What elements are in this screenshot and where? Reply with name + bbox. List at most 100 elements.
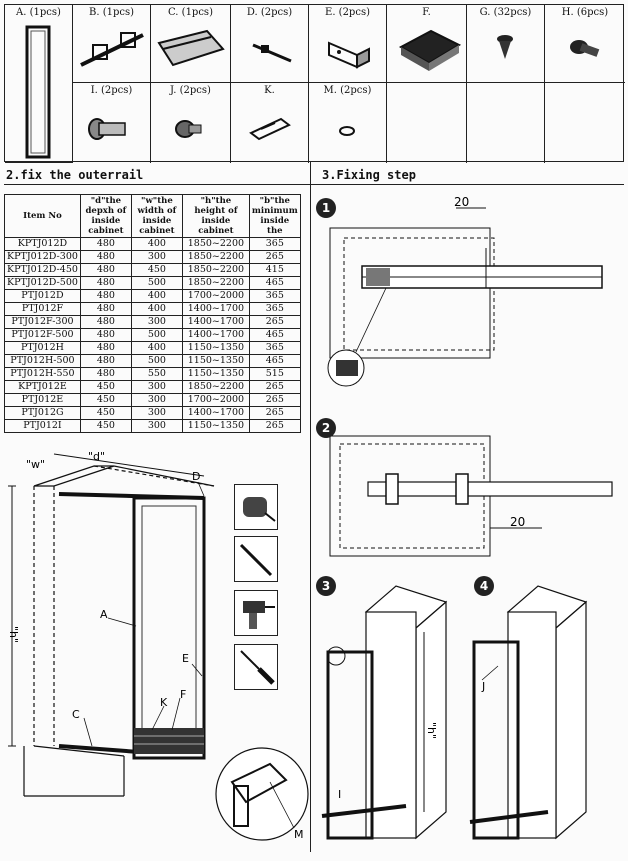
basket-tray-icon xyxy=(398,29,462,71)
table-cell: 1400~1700 xyxy=(181,315,250,329)
table-cell: PTJ012H-550 xyxy=(4,367,81,381)
letter-j: J xyxy=(481,680,485,693)
rail-bracket-icon xyxy=(80,32,144,67)
part-f-cell: F. xyxy=(387,5,467,83)
table-cell: 1150~1350 xyxy=(181,367,250,381)
step-1-dim: 20 xyxy=(454,195,469,209)
letter-d: D xyxy=(192,470,200,483)
table-cell: 1700~2000 xyxy=(181,289,250,303)
section-3-title: 3.Fixing step xyxy=(322,168,416,182)
part-k-cell: K. xyxy=(231,83,309,163)
d-label: "d" xyxy=(88,450,105,463)
tape-measure-tool xyxy=(234,484,278,530)
part-a-cell: A. (1pcs) xyxy=(5,5,73,163)
letter-e: E xyxy=(182,652,189,665)
table-cell: 450 xyxy=(130,263,183,277)
part-a-label: A. (1pcs) xyxy=(16,7,61,18)
drill-tool xyxy=(234,590,278,636)
table-cell: 265 xyxy=(248,315,301,329)
header-depth: "d"the depxh of inside cabinet xyxy=(79,194,132,238)
step-2-dim: 20 xyxy=(510,515,525,529)
table-cell: 465 xyxy=(248,354,301,368)
table-cell: 515 xyxy=(248,367,301,381)
table-cell: PTJ012F-500 xyxy=(4,328,81,342)
table-cell: 365 xyxy=(248,289,301,303)
table-cell: 500 xyxy=(130,276,183,290)
part-j-label: J. (2pcs) xyxy=(170,85,211,96)
part-h-cell: H. (6pcs) xyxy=(545,5,625,83)
table-cell: 265 xyxy=(248,419,301,433)
table-cell: PTJ012D xyxy=(4,289,81,303)
table-cell: 265 xyxy=(248,393,301,407)
table-cell: 300 xyxy=(130,315,183,329)
table-cell: 1400~1700 xyxy=(181,328,250,342)
table-cell: 480 xyxy=(79,302,132,316)
table-cell: 415 xyxy=(248,263,301,277)
table-cell: PTJ012H xyxy=(4,341,81,355)
table-cell: 265 xyxy=(248,406,301,420)
table-cell: 465 xyxy=(248,276,301,290)
step-2-number: 2 xyxy=(316,418,336,438)
letter-i: I xyxy=(338,788,341,801)
part-empty-1 xyxy=(387,83,467,163)
hex-bolt-icon xyxy=(570,40,600,57)
table-cell: 265 xyxy=(248,250,301,264)
header-width: "w"the width of inside cabinet xyxy=(130,194,183,238)
clip-icon xyxy=(249,117,291,141)
step-3-h-label: "h" xyxy=(425,722,438,739)
frame-icon xyxy=(25,25,51,159)
part-m-cell: M. (2pcs) xyxy=(309,83,387,163)
part-j-cell: J. (2pcs) xyxy=(151,83,231,163)
table-cell: 500 xyxy=(130,354,183,368)
table-cell: 1150~1350 xyxy=(181,341,250,355)
table-cell: 480 xyxy=(79,315,132,329)
table-cell: 480 xyxy=(79,328,132,342)
letter-m: M xyxy=(294,828,304,841)
table-cell: 500 xyxy=(130,328,183,342)
step-2-panel: 2 20 xyxy=(316,408,618,568)
part-d-label: D. (2pcs) xyxy=(246,7,293,18)
outer-rail-icon xyxy=(157,29,225,67)
step-3-panel: 3 "h" I xyxy=(316,572,468,846)
part-e-label: E. (2pcs) xyxy=(325,7,370,18)
table-cell: 365 xyxy=(248,302,301,316)
table-cell: 1700~2000 xyxy=(181,393,250,407)
table-cell: 265 xyxy=(248,380,301,394)
table-cell: 1850~2200 xyxy=(181,250,250,264)
table-cell: 450 xyxy=(79,393,132,407)
table-cell: PTJ012F-300 xyxy=(4,315,81,329)
part-i-label: I. (2pcs) xyxy=(90,85,133,96)
table-cell: 465 xyxy=(248,328,301,342)
header-minimum: "b"the minimum inside the xyxy=(248,194,301,238)
part-g-label: G. (32pcs) xyxy=(479,7,532,18)
vertical-divider xyxy=(310,162,311,852)
table-cell: 480 xyxy=(79,289,132,303)
table-cell: 1400~1700 xyxy=(181,302,250,316)
table-cell: PTJ012H-500 xyxy=(4,354,81,368)
step-3-number: 3 xyxy=(316,576,336,596)
table-cell: 1150~1350 xyxy=(181,354,250,368)
wood-screw-icon xyxy=(497,35,513,59)
header-item-no: Item No xyxy=(4,194,81,238)
table-cell: 1850~2200 xyxy=(181,263,250,277)
bolt-icon xyxy=(88,118,126,140)
part-b-label: B. (1pcs) xyxy=(88,7,134,18)
table-cell: KPTJ012E xyxy=(4,380,81,394)
letter-a: A xyxy=(100,608,108,621)
cabinet-diagram: "w" "d" "h" A C D E F K xyxy=(7,450,215,797)
step-2-diagram: 20 xyxy=(329,435,613,557)
table-cell: 400 xyxy=(130,237,183,251)
step-4-panel: 4 J xyxy=(468,572,618,846)
table-cell: 480 xyxy=(79,367,132,381)
table-cell: KPTJ012D-300 xyxy=(4,250,81,264)
m-detail: M xyxy=(215,747,309,841)
short-bolt-icon xyxy=(175,120,202,138)
part-f-label: F. xyxy=(422,7,431,18)
